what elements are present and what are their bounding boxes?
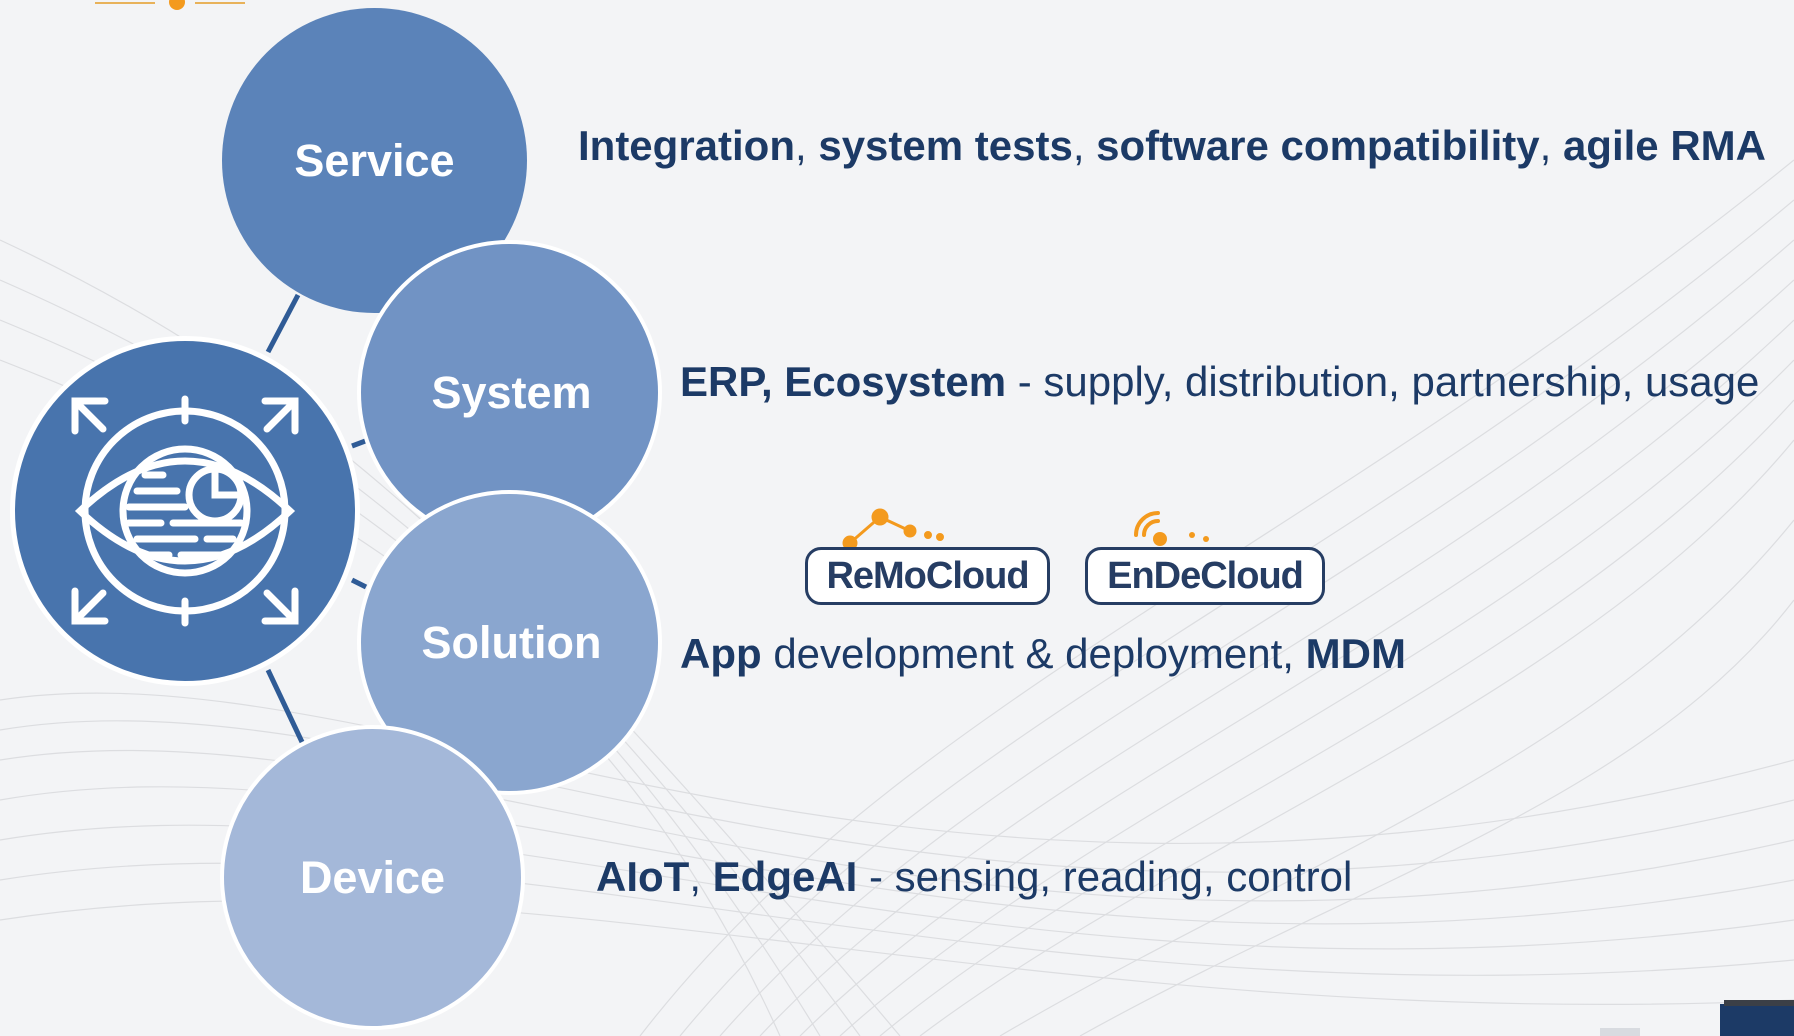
solution-desc-mid: development & deployment, [761,630,1306,677]
system-desc-bold: ERP, Ecosystem [680,358,1007,405]
service-description: Integration, system tests, software comp… [578,125,1766,167]
service-desc-sep-3: , [1539,122,1563,169]
remocloud-text: ReMoCloud [805,547,1050,605]
company-logo-top [95,0,245,10]
endecloud-text: EnDeCloud [1085,547,1325,605]
device-label: Device [299,851,446,903]
service-desc-sep-1: , [795,122,819,169]
solution-description: App development & deployment, MDM [680,633,1406,675]
device-desc-aiot: AIoT [596,853,690,900]
solution-desc-mdm: MDM [1305,630,1406,677]
service-desc-software-compat: software compatibility [1096,122,1540,169]
company-logo-corner [1600,1000,1794,1036]
center-eye-circle [10,336,360,686]
device-desc-rest: - sensing, reading, control [857,853,1353,900]
device-desc-sep: , [689,853,713,900]
remocloud-logo: ReMoCloud [800,505,1055,605]
service-desc-sep-2: , [1072,122,1097,169]
eye-analytics-icon [71,395,299,627]
device-description: AIoT, EdgeAI - sensing, reading, control [596,856,1352,898]
system-desc-rest: - supply, distribution, partnership, usa… [1006,358,1760,405]
solution-label: Solution [421,616,602,668]
service-desc-system-tests: system tests [818,122,1073,169]
service-label: Service [294,134,455,186]
system-description: ERP, Ecosystem - supply, distribution, p… [680,361,1759,403]
network-nodes-icon [842,508,944,550]
device-circle: Device [220,725,525,1030]
service-desc-agile-rma: agile RMA [1562,122,1766,169]
endecloud-logo: EnDeCloud [1080,505,1330,605]
device-desc-edgeai: EdgeAI [712,853,858,900]
service-desc-integration: Integration [578,122,795,169]
solution-desc-app: App [680,630,762,677]
system-label: System [431,366,592,418]
wireless-signal-icon [1134,511,1209,546]
